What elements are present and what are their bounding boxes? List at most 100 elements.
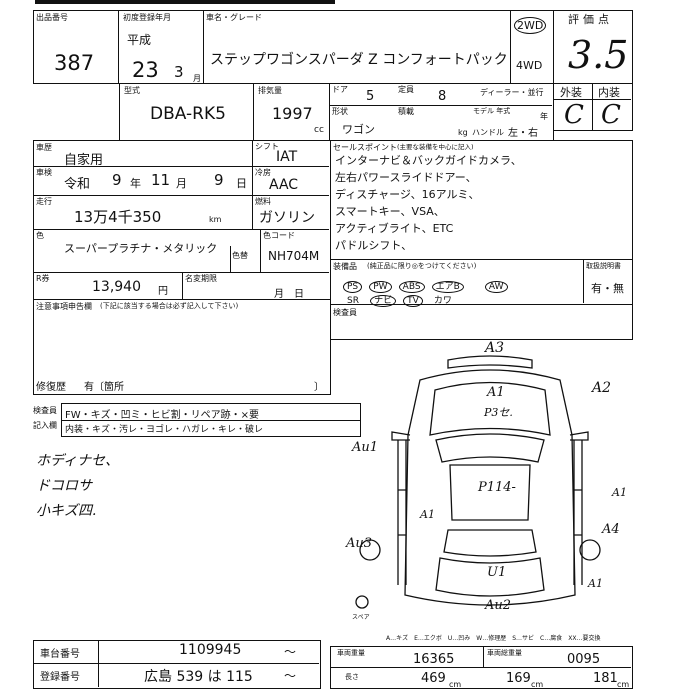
remarks-label: 注意事項申告欄 [36,302,92,311]
doors-label: ドア [332,85,348,94]
inspection-year: 9 [112,171,122,189]
equip-leather: カワ [433,296,452,306]
handle-label: ハンドル [472,128,504,137]
drive-2wd: 2WD [514,17,547,34]
car-damage-diagram [355,355,601,609]
score: 3.5 [568,33,629,77]
handwritten-line-2: ドコロサ [36,478,92,494]
equipment-note: (純正品に限り◎をつけてください) [367,262,477,270]
car-name-label: 車名・グレード [206,13,262,22]
displacement-box: 排気量 1997 cc [253,83,330,141]
damage-mark-au1: Au1 [352,440,379,455]
color-code: NH704M [268,249,320,263]
first-registration-label: 初度登録年月 [123,13,171,22]
name-change-period-label: 名変期限 [185,274,217,283]
weight: 16365 [413,652,455,667]
damage-mark-a2: A2 [592,380,612,396]
height-unit: cm [617,680,630,689]
sales-points-label: セールスポイント [333,143,397,152]
model-year-label: モデル 年式 [473,107,511,115]
equip-navi: ナビ [370,295,397,307]
damage-mark-u1: U1 [487,565,507,580]
equipment-row-2: SR ナビ TV カワ [343,288,458,307]
sales-points-note: (主要な装備を中心に記入) [397,143,474,151]
score-label: 評価点 [568,13,613,26]
width: 169 [506,671,531,686]
exterior-label: 外装 [560,86,582,99]
equip-tv: TV [403,295,423,307]
model-label: 型式 [124,86,140,95]
chassis-dash: 〜 [284,645,297,659]
interior-label: 内装 [598,86,620,99]
inspection-day: 9 [214,171,224,189]
shift-label: シフト [255,142,279,151]
doors: 5 [366,89,375,104]
model-year-suffix: 年 [540,112,548,121]
lot-number-label: 出品番号 [36,13,68,22]
remarks-box: 注意事項申告欄 (下記に該当する場合は必ず記入して下さい) 修復歴 有〔箇所 〕 [33,299,331,395]
repair-history-close: 〕 [314,382,324,393]
equipment-label: 装備品 [333,262,357,271]
equip-ps: PS [343,281,363,293]
mileage-unit: km [209,215,222,224]
damage-legend: A…キズ E…エクボ U…凹み W…修理歴 S…サビ C…腐食 XX…要交換 [386,635,601,642]
model-box: 型式 DBA-RK5 [119,83,254,141]
mileage: 13万4千350 [74,208,162,226]
spare-label: スペア [352,614,370,621]
recycle-value: 13,940 [92,279,141,295]
body-type: ワゴン [342,123,375,136]
reg-month: 3 [174,63,184,81]
vehicle-info-block: 車歴 自家用 車検 令和 9 年 11 月 9 日 走行 13万4千350 km… [33,140,331,300]
displacement: 1997 [272,104,313,123]
score-box: 評価点 3.5 [553,10,633,84]
inspector-box: 検査員 [330,304,633,340]
inspection-month: 11 [151,171,171,189]
damage-mark-p114: P114- [478,480,516,495]
sales-point-1: インターナビ＆バックガイドカメラ、 [335,154,522,167]
check-label-2: 記入欄 [33,421,57,430]
weight-label: 車両重量 [337,649,365,657]
sales-point-5: アクティブライト、ETC [335,222,454,235]
equip-aw: AW [484,281,508,293]
usage-value: 自家用 [64,153,104,168]
footer-right: 車両重量 16365 車両総重量 0095 長さ 469 cm 169 cm 1… [330,646,633,689]
car-name-box: 車名・グレード ステップワゴンスパーダ Z コンフォートパック [203,10,511,84]
displacement-label: 排気量 [258,86,282,95]
inspection-day-unit: 日 [236,177,247,190]
damage-mark-a1-door: A1 [420,508,435,521]
handwritten-line-1: ホディナセ、 [36,453,120,469]
plate-value: 広島 539 は 115 [144,669,253,685]
equip-airbag: エアB [431,281,464,293]
length-label: 長さ [345,673,359,681]
repair-history-label: 修復歴 [36,382,66,393]
drive-box: 2WD 4WD [510,10,554,84]
equip-abs: ABS [398,281,425,293]
color-label: 色 [36,231,44,240]
recycle-unit: 円 [158,286,168,297]
lot-number-box: 出品番号 387 [33,10,119,84]
handwritten-line-3: 小キズ四. [36,503,97,519]
manual-label: 取扱説明書 [586,262,621,270]
inspection-month-unit: 月 [176,177,187,190]
equipment-box: 装備品 (純正品に限り◎をつけてください) PS PW ABS エアB AW S… [330,259,633,307]
load-unit: kg [458,128,468,137]
fuel: ガソリン [259,210,315,226]
reg-year: 23 [132,58,159,82]
check-row: 検査員 記入欄 FW・キズ・凹ミ・ヒビ割・リペア跡・×要 内装・キズ・汚レ・ヨゴ… [33,403,361,437]
name-change-period: 月 日 [274,289,304,300]
equipment-row-1: PS PW ABS エアB AW [343,274,510,293]
damage-mark-a1-right: A1 [612,486,627,499]
shift: IAT [276,149,298,165]
color-change-label: 色替 [232,251,248,260]
seats-label: 定員 [398,85,414,94]
handle: 左・右 [508,128,538,139]
usage-label: 車歴 [36,143,52,152]
model-code: DBA-RK5 [150,104,226,124]
sales-point-4: スマートキー、VSA、 [335,205,445,218]
mileage-label: 走行 [36,197,52,206]
check-label-1: 検査員 [33,406,57,415]
check-row-2: 内装・キズ・汚レ・ヨゴレ・ハガレ・キレ・破レ [65,425,264,435]
color-code-label: 色コード [263,231,295,240]
total-weight-label: 車両総重量 [487,649,522,657]
inspection-era: 令和 [64,177,91,192]
